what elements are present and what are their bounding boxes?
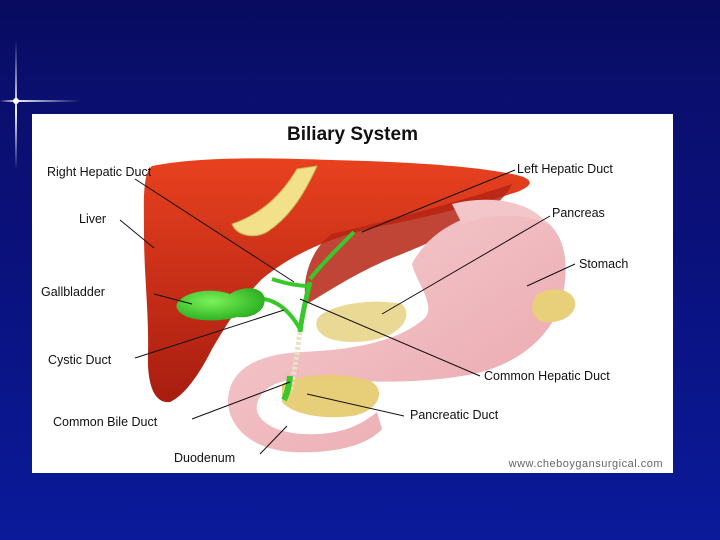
label-right-hepatic-duct: Right Hepatic Duct bbox=[47, 165, 151, 179]
label-duodenum: Duodenum bbox=[174, 451, 235, 465]
biliary-diagram-panel: Biliary System Right Hepatic Duct Left H… bbox=[32, 114, 673, 473]
pancreas-head bbox=[282, 375, 379, 418]
source-credit: www.cheboygansurgical.com bbox=[509, 458, 663, 470]
label-gallbladder: Gallbladder bbox=[41, 285, 105, 299]
label-cystic-duct: Cystic Duct bbox=[48, 353, 111, 367]
label-common-hepatic-duct: Common Hepatic Duct bbox=[484, 369, 610, 383]
pancreas-tail bbox=[532, 289, 575, 322]
label-pancreas: Pancreas bbox=[552, 206, 605, 220]
label-common-bile-duct: Common Bile Duct bbox=[53, 415, 157, 429]
diagram-title: Biliary System bbox=[32, 124, 673, 146]
label-stomach: Stomach bbox=[579, 257, 628, 271]
label-left-hepatic-duct: Left Hepatic Duct bbox=[517, 162, 613, 176]
label-liver: Liver bbox=[79, 212, 106, 226]
slide-header-band bbox=[0, 0, 720, 100]
label-pancreatic-duct: Pancreatic Duct bbox=[410, 408, 498, 422]
